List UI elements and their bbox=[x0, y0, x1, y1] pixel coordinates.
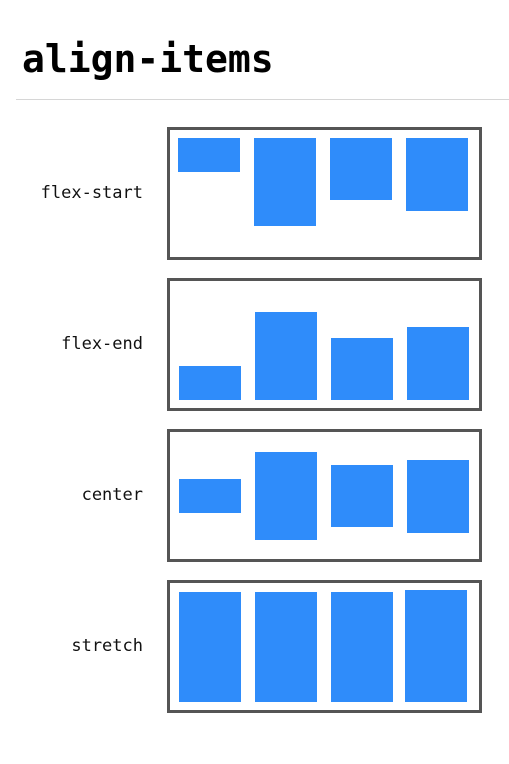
row-label-center: center bbox=[81, 485, 143, 505]
row-label-flex-start: flex-start bbox=[40, 183, 143, 203]
demo-item-4 bbox=[405, 590, 467, 702]
demo-item-3 bbox=[331, 592, 393, 702]
row-center: center bbox=[0, 429, 509, 562]
row-label-flex-end: flex-end bbox=[61, 334, 143, 354]
demo-item-2 bbox=[255, 592, 317, 702]
demo-item-2 bbox=[255, 312, 317, 400]
row-flex-start: flex-start bbox=[0, 127, 509, 260]
demo-item-1 bbox=[179, 592, 241, 702]
demo-box-stretch bbox=[167, 580, 482, 713]
demo-item-1 bbox=[178, 138, 240, 172]
demo-item-3 bbox=[330, 138, 392, 200]
demo-item-4 bbox=[407, 327, 469, 400]
demo-box-flex-start bbox=[167, 127, 482, 260]
demo-item-2 bbox=[254, 138, 316, 226]
row-stretch: stretch bbox=[0, 580, 509, 713]
demo-item-4 bbox=[406, 138, 468, 211]
title-divider bbox=[16, 99, 509, 100]
demo-box-flex-end bbox=[167, 278, 482, 411]
demo-item-1 bbox=[179, 479, 241, 513]
demo-item-2 bbox=[255, 452, 317, 540]
row-flex-end: flex-end bbox=[0, 278, 509, 411]
page-title: align-items bbox=[22, 37, 274, 81]
demo-box-center bbox=[167, 429, 482, 562]
row-label-stretch: stretch bbox=[71, 636, 143, 656]
demo-item-1 bbox=[179, 366, 241, 400]
demo-item-3 bbox=[331, 338, 393, 400]
demo-item-3 bbox=[331, 465, 393, 527]
demo-item-4 bbox=[407, 460, 469, 533]
